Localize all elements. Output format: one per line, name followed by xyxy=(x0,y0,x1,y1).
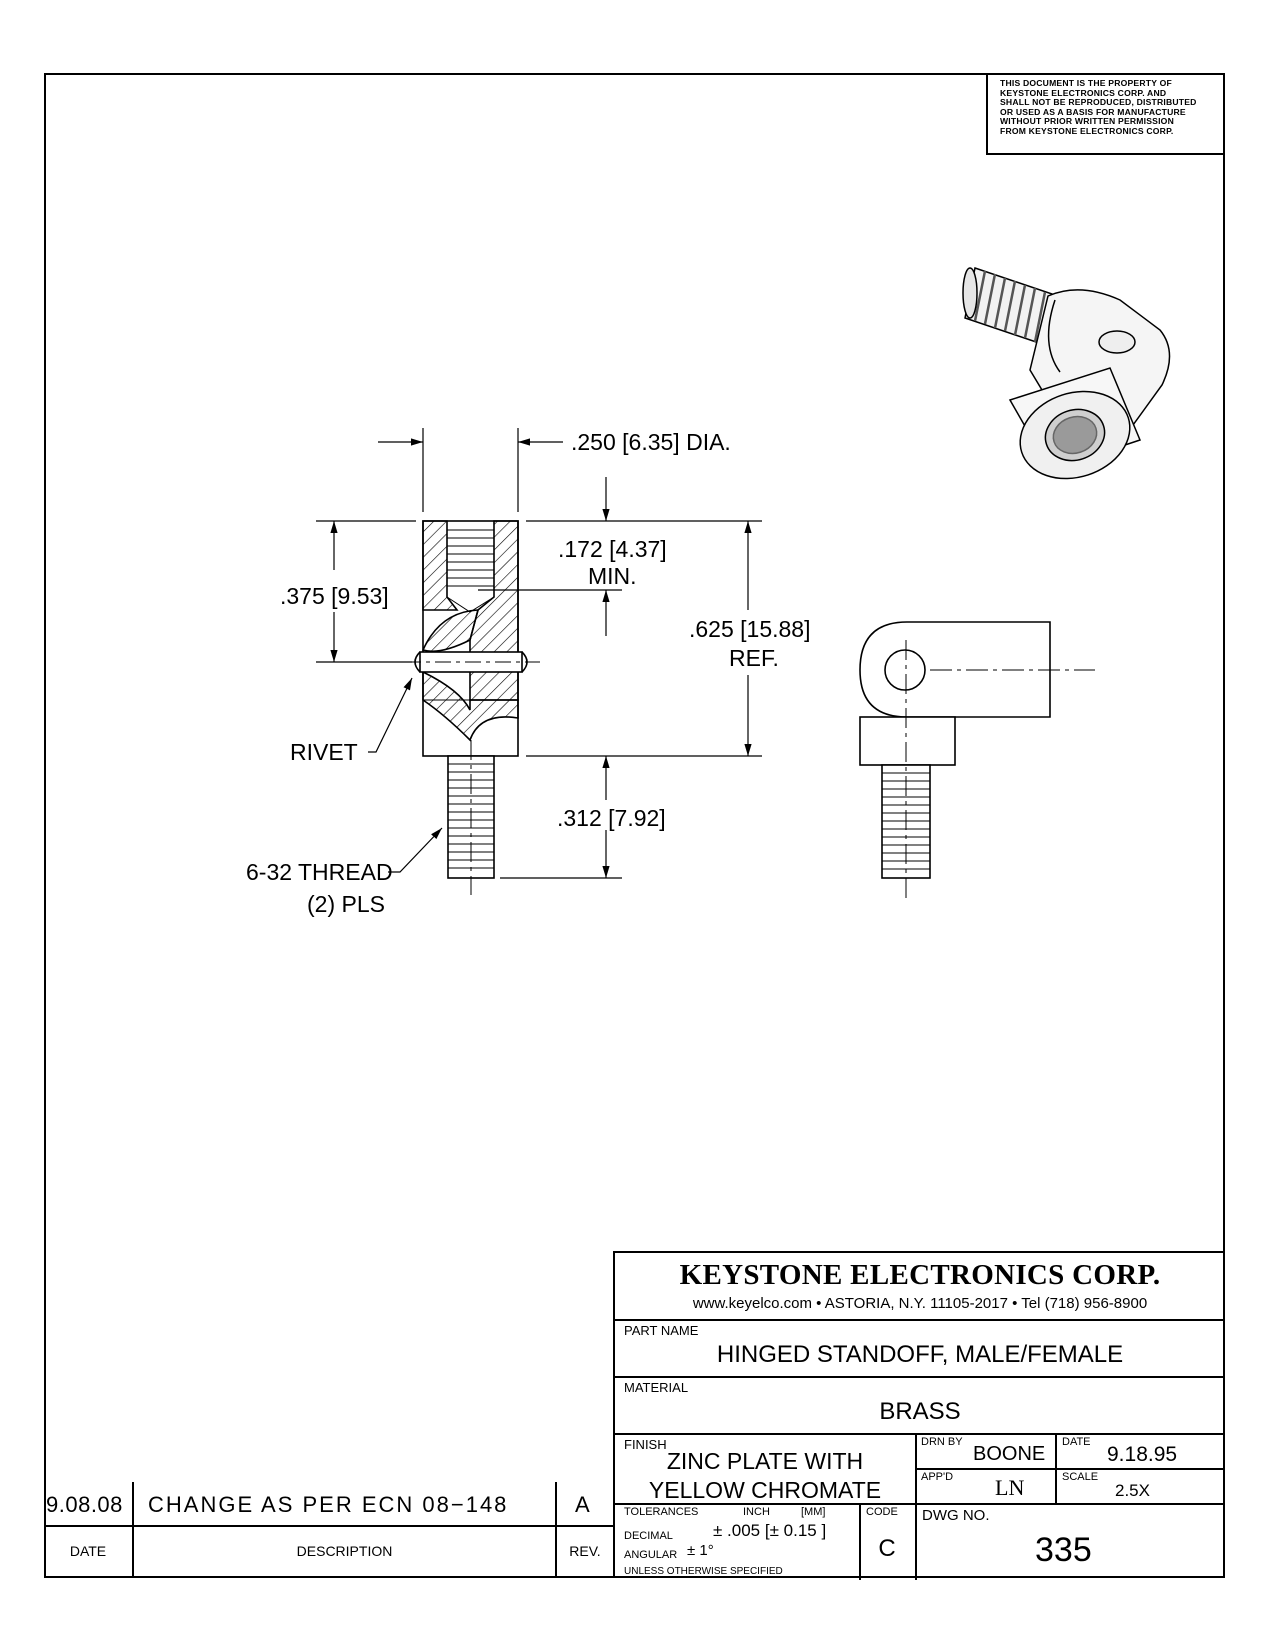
dwg-no-label: DWG NO. xyxy=(922,1507,990,1524)
part-name: HINGED STANDOFF, MALE/FEMALE xyxy=(716,1341,1124,1368)
drawing-number: 335 xyxy=(1035,1531,1092,1569)
finish-label: FINISH xyxy=(624,1437,667,1452)
front-section-view xyxy=(405,520,540,895)
tolerances-label: TOLERANCES xyxy=(624,1506,699,1518)
upper-dimension: .375 [9.53] xyxy=(280,583,389,609)
depth-min-label: MIN. xyxy=(588,563,637,589)
decimal-tolerance: ± .005 [± 0.15 ] xyxy=(713,1521,827,1540)
revision-description: CHANGE AS PER ECN 08−148 xyxy=(148,1492,509,1517)
section-hatch-left xyxy=(422,520,459,611)
scale-value: 2.5X xyxy=(1115,1481,1150,1500)
description-header: DESCRIPTION xyxy=(296,1543,393,1559)
date-label: DATE xyxy=(1062,1436,1091,1448)
revision-date: 9.08.08 xyxy=(46,1492,123,1517)
dimension-lines xyxy=(316,428,762,879)
part-name-label: PART NAME xyxy=(624,1323,699,1338)
male-thread xyxy=(447,740,495,895)
scale-label: SCALE xyxy=(1062,1471,1099,1483)
property-notice: THIS DOCUMENT IS THE PROPERTY OF KEYSTON… xyxy=(986,73,1225,155)
dimension-text: .250 [6.35] DIA. .172 [4.37] MIN. .375 [… xyxy=(246,429,811,917)
finish-line-1: ZINC PLATE WITH xyxy=(666,1448,864,1474)
company-name: KEYSTONE ELECTRONICS CORP. xyxy=(679,1259,1161,1291)
angular-label: ANGULAR xyxy=(624,1549,678,1561)
dia-dimension: .250 [6.35] DIA. xyxy=(571,429,731,455)
rivet-label: RIVET xyxy=(290,739,358,765)
iso-body xyxy=(1008,289,1171,480)
company-address: www.keyelco.com • ASTORIA, N.Y. 11105-20… xyxy=(692,1295,1148,1312)
depth-dimension: .172 [4.37] xyxy=(558,536,667,562)
approved-by: LN xyxy=(995,1475,1025,1500)
drawn-by-label: DRN BY xyxy=(921,1436,963,1448)
decimal-label: DECIMAL xyxy=(624,1530,673,1542)
material-value: BRASS xyxy=(879,1398,961,1425)
thread-length-dimension: .312 [7.92] xyxy=(557,805,666,831)
drawing-border xyxy=(44,73,1225,1578)
ref-dimension: .625 [15.88] xyxy=(689,616,811,642)
drawn-by: BOONE xyxy=(973,1443,1046,1465)
ref-label: REF. xyxy=(729,645,779,671)
code-value: C xyxy=(878,1535,896,1562)
rivet xyxy=(405,651,540,673)
isometric-view xyxy=(962,267,1171,480)
side-view xyxy=(859,621,1095,898)
unless-otherwise-specified: UNLESS OTHERWISE SPECIFIED xyxy=(624,1566,783,1577)
code-label: CODE xyxy=(866,1506,898,1518)
title-block: KEYSTONE ELECTRONICS CORP. www.keyelco.c… xyxy=(613,1251,1225,1580)
hinge-section-lower xyxy=(422,670,519,742)
finish-line-2: YELLOW CHROMATE xyxy=(648,1477,882,1503)
inch-label: INCH xyxy=(743,1506,770,1518)
thread-label: 6-32 THREAD xyxy=(246,859,393,885)
date-header: DATE xyxy=(69,1543,107,1559)
hinge-section xyxy=(421,609,480,653)
approved-label: APP'D xyxy=(921,1471,954,1483)
angular-tolerance: ± 1° xyxy=(687,1542,714,1559)
rev-header: REV. xyxy=(569,1543,601,1559)
revision-block: 9.08.08 CHANGE AS PER ECN 08−148 A DATE … xyxy=(44,1482,613,1578)
mm-label: [MM] xyxy=(801,1506,826,1518)
drawing-date: 9.18.95 xyxy=(1107,1443,1178,1466)
thread-places-label: (2) PLS xyxy=(307,891,385,917)
revision-letter: A xyxy=(575,1492,592,1517)
material-label: MATERIAL xyxy=(624,1380,689,1395)
